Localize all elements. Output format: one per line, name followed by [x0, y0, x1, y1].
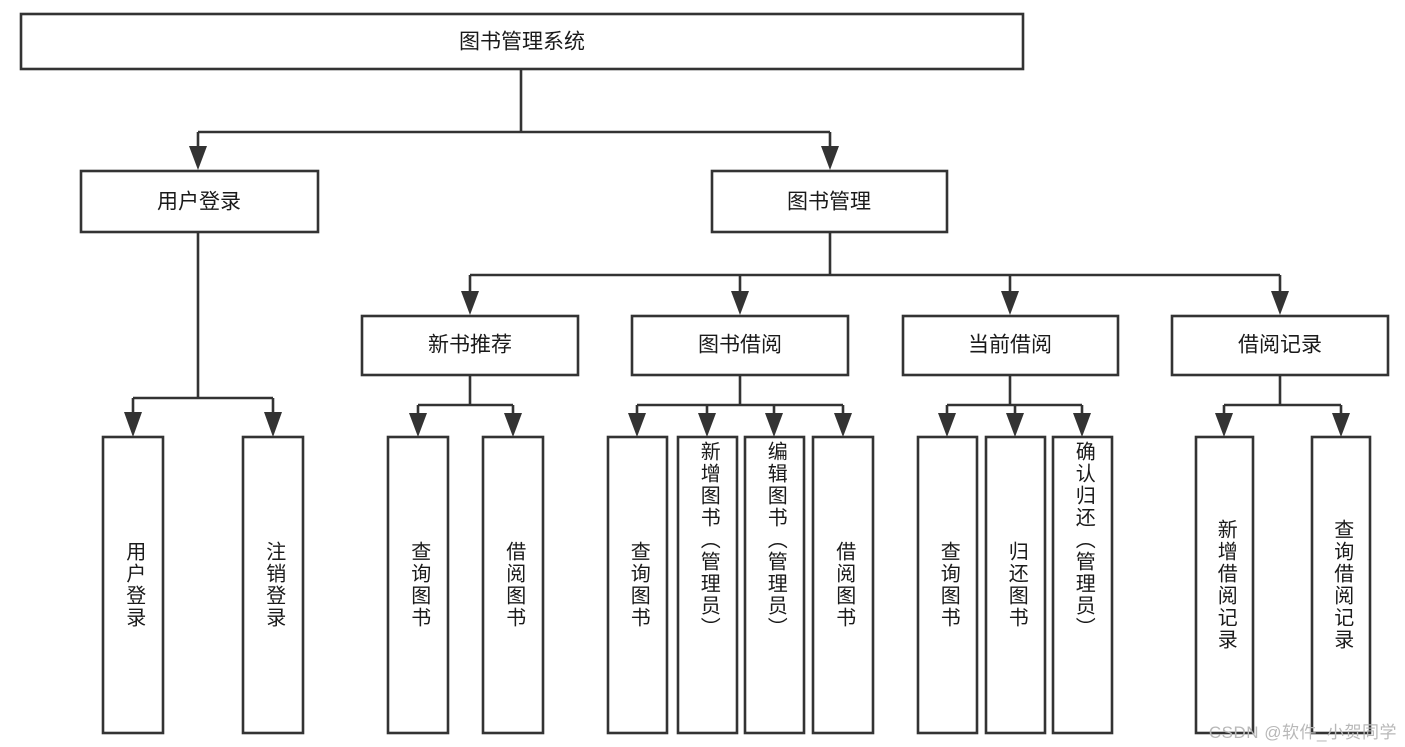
nodes-group: 图书管理系统 用户登录 图书管理 新书推荐 图书借阅 当前借阅 借阅记录 [19, 12, 1390, 735]
leaf-book-borrow-1-box[interactable] [606, 435, 669, 735]
arrow-head-leaf-borrow-record-2 [1332, 413, 1350, 437]
node-root-label: 图书管理系统 [459, 31, 585, 54]
leaf-user-login-1-box[interactable] [101, 435, 165, 735]
node-current-borrow-box[interactable] [901, 314, 1120, 377]
arrow-head-leaf-user-login-2 [264, 412, 282, 437]
node-current-borrow-label: 当前借阅 [968, 334, 1052, 357]
leaf-borrow-record-2-box[interactable] [1310, 435, 1372, 735]
leaf-book-borrow-2-box[interactable] [676, 435, 739, 735]
leaf-current-borrow-2-box[interactable] [984, 435, 1047, 735]
leaf-current-borrow-3-box[interactable] [1051, 435, 1114, 735]
node-root-box[interactable] [19, 12, 1025, 71]
leaf-new-book-1-box[interactable] [386, 435, 450, 735]
arrow-head-book-manage [821, 146, 839, 170]
arrow-head-leaf-book-borrow-4 [834, 413, 852, 437]
arrow-head-user-login [189, 146, 207, 170]
arrow-head-leaf-current-borrow-1 [938, 413, 956, 437]
leaf-user-login-2-box[interactable] [241, 435, 305, 735]
leaf-current-borrow-1-box[interactable] [916, 435, 979, 735]
node-book-borrow-box[interactable] [630, 314, 850, 377]
node-user-login-box[interactable] [79, 169, 320, 234]
arrow-head-leaf-current-borrow-2 [1006, 413, 1024, 437]
node-new-book-recommend-box[interactable] [360, 314, 580, 377]
node-book-manage-box[interactable] [710, 169, 949, 234]
arrow-head-leaf-borrow-record-1 [1215, 413, 1233, 437]
arrow-head-current-borrow [1001, 291, 1019, 315]
leaf-new-book-2-box[interactable] [481, 435, 545, 735]
node-borrow-record-label: 借阅记录 [1238, 334, 1322, 357]
arrow-head-leaf-new-book-2 [504, 413, 522, 437]
arrow-head-new-book [461, 291, 479, 315]
node-new-book-recommend-label: 新书推荐 [428, 334, 512, 357]
connectors-group [124, 69, 1350, 437]
node-borrow-record-box[interactable] [1170, 314, 1390, 377]
arrow-head-leaf-book-borrow-2 [698, 413, 716, 437]
leaf-borrow-record-1-box[interactable] [1194, 435, 1255, 735]
arrow-head-leaf-new-book-1 [409, 413, 427, 437]
leaf-book-borrow-3-box[interactable] [743, 435, 806, 735]
arrow-head-borrow-record [1271, 291, 1289, 315]
arrow-head-leaf-book-borrow-3 [765, 413, 783, 437]
arrow-head-leaf-book-borrow-1 [628, 413, 646, 437]
node-user-login-label: 用户登录 [157, 191, 241, 214]
arrow-head-book-borrow [731, 291, 749, 315]
node-book-borrow-label: 图书借阅 [698, 334, 782, 357]
csdn-watermark: CSDN @软件_小贺同学 [1208, 723, 1397, 742]
leaf-book-borrow-4-box[interactable] [811, 435, 875, 735]
node-book-manage-label: 图书管理 [787, 191, 871, 214]
arrow-head-leaf-current-borrow-3 [1073, 413, 1091, 437]
arrow-head-leaf-user-login-1 [124, 412, 142, 437]
